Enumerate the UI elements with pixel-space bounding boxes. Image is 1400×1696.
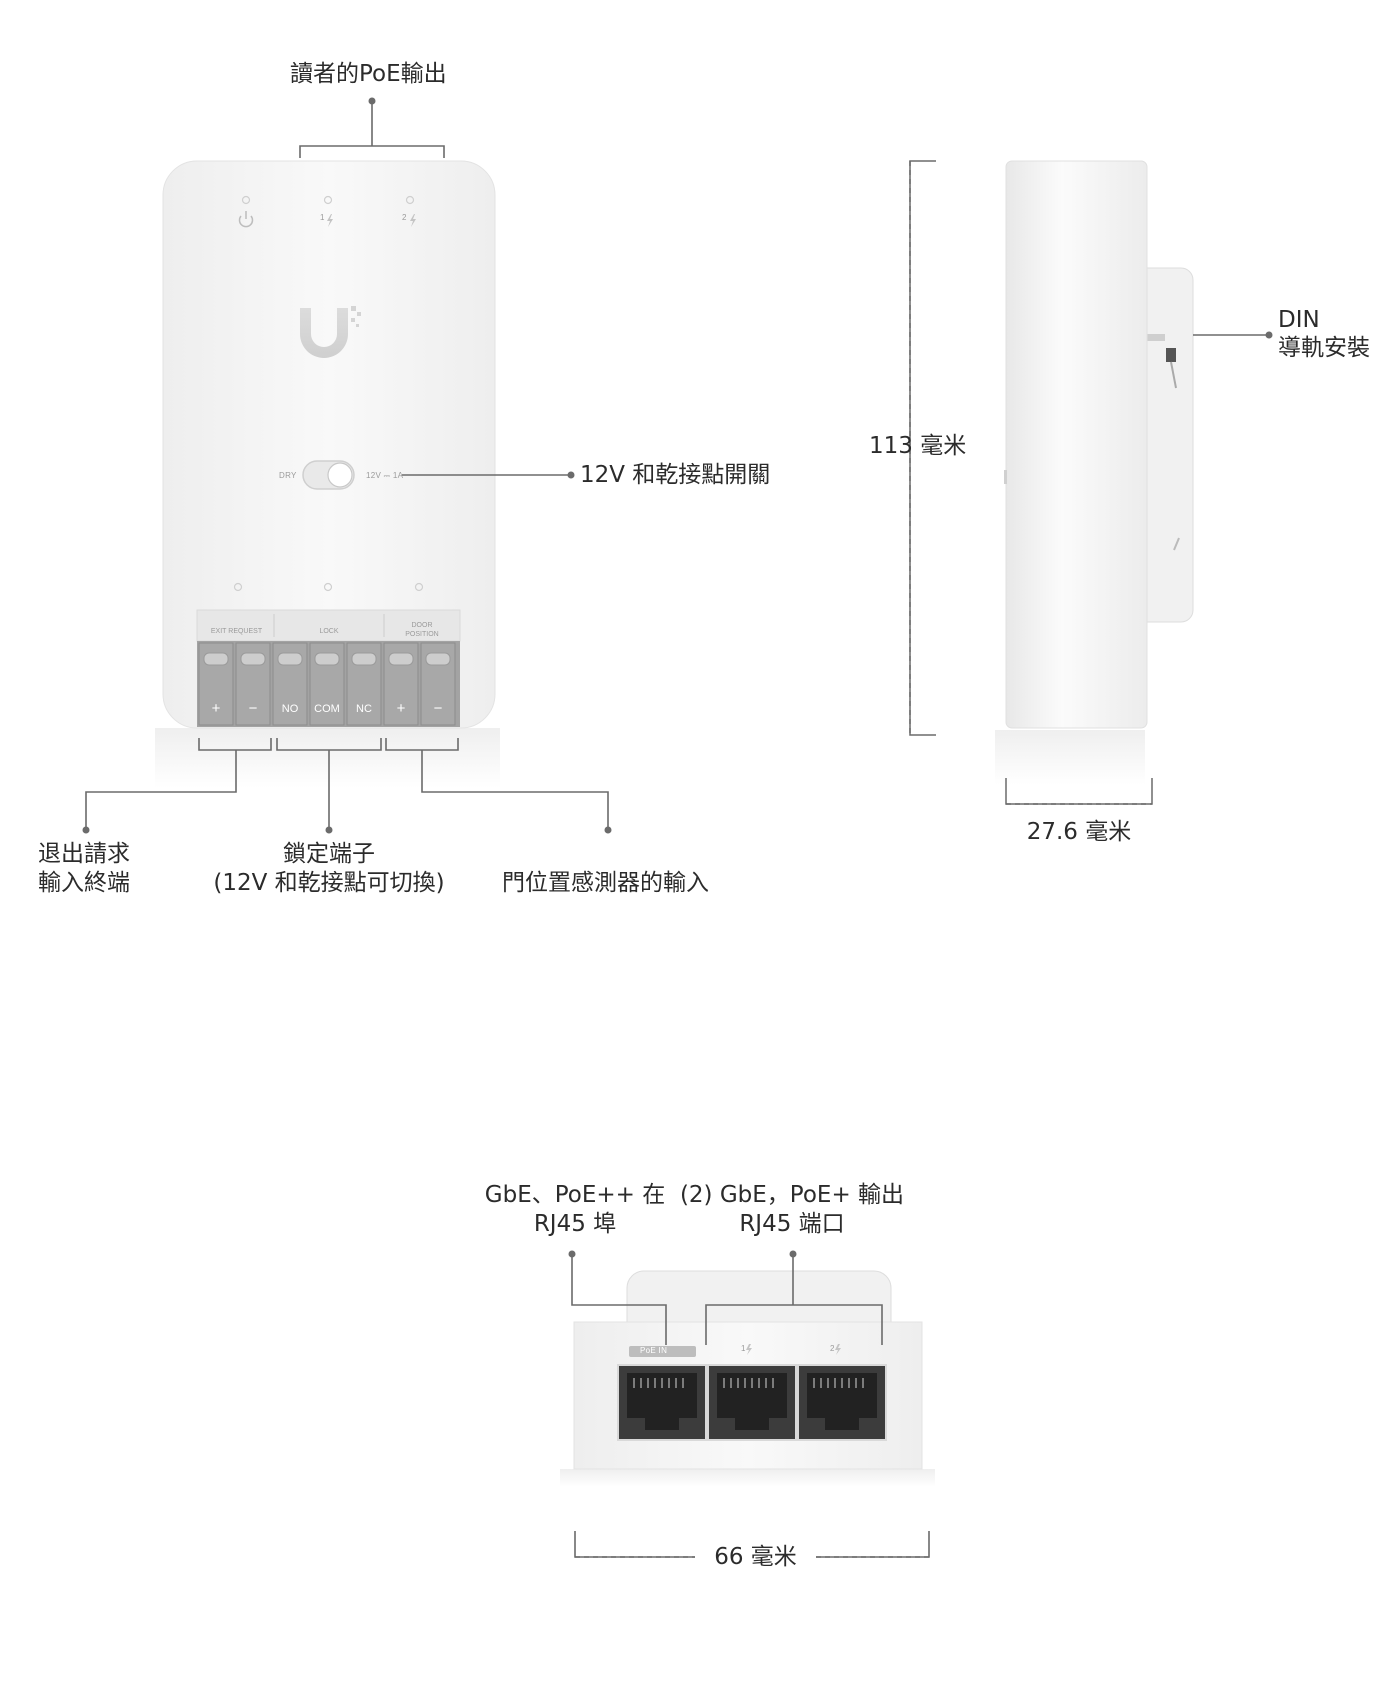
bolt-icon [746,1344,752,1355]
callout-poe-in-2: RJ45 埠 [533,1211,617,1237]
callout-poe-out-2: RJ45 端口 [739,1211,845,1237]
rj45-port-2 [797,1364,887,1441]
callout-poe-out-reader: 讀者的PoE輸出 [290,61,447,87]
side-device-body [1005,160,1148,729]
dimension-depth: 27.6 毫米 [1026,819,1132,845]
terminal-no: NO [281,703,299,715]
terminal-nc: NC [356,703,372,715]
terminal-minus: − [248,700,258,717]
callout-door-position: 門位置感測器的輸入 [502,870,709,896]
led-label-1: 1 [320,213,325,222]
terminal-plus-2: + [396,700,406,717]
power-icon [238,211,254,228]
terminal-header-door-2: POSITION [405,631,439,638]
switch-label-dry: DRY [279,471,297,480]
ubiquiti-logo [300,306,361,358]
rj45-port-1 [707,1364,797,1441]
callout-lock-2: (12V 和乾接點可切換) [213,870,445,896]
bolt-icon [410,214,416,227]
callout-din-1: DIN [1278,307,1320,333]
rj45-port-poe-in [617,1364,707,1441]
terminal-minus-2: − [433,700,443,717]
front-callout-dots [82,97,612,834]
side-dimension-lines [909,160,1269,805]
led-label-2: 2 [402,213,407,222]
rj45-ports [617,1364,887,1441]
bolt-icon [327,214,333,227]
terminal-com: COM [314,703,340,715]
side-device [995,160,1194,785]
terminal-header-exit: EXIT REQUEST [210,628,263,635]
terminal-header-lock: LOCK [319,628,339,635]
callout-poe-in-1: GbE、PoE++ 在 [484,1182,666,1208]
switch-label-12v: 12V ⎓ 1A [366,471,404,480]
terminal-plus: + [211,700,221,717]
port-label-2: 2 [830,1344,835,1353]
terminal-header-door-1: DOOR [411,622,433,629]
dimension-width: 66 毫米 [714,1544,797,1570]
callout-exit-request-1: 退出請求 [38,841,130,867]
terminal-cells [198,642,456,726]
port-label-1: 1 [741,1344,746,1353]
callout-exit-request-2: 輸入終端 [38,870,130,896]
callout-poe-out-1: (2) GbE，PoE+ 輸出 [679,1182,905,1208]
bottom-callout-lines [571,1254,930,1558]
front-device-body [162,160,496,729]
bolt-icon [835,1344,841,1355]
callout-lock-1: 鎖定端子 [283,841,375,867]
callout-din-2: 導軌安裝 [1278,335,1370,361]
front-callout-lines [85,101,609,830]
port-label-poe-in: PoE IN [640,1346,668,1355]
callout-switch: 12V 和乾接點開關 [580,462,771,488]
dimension-height: 113 毫米 [869,433,967,459]
